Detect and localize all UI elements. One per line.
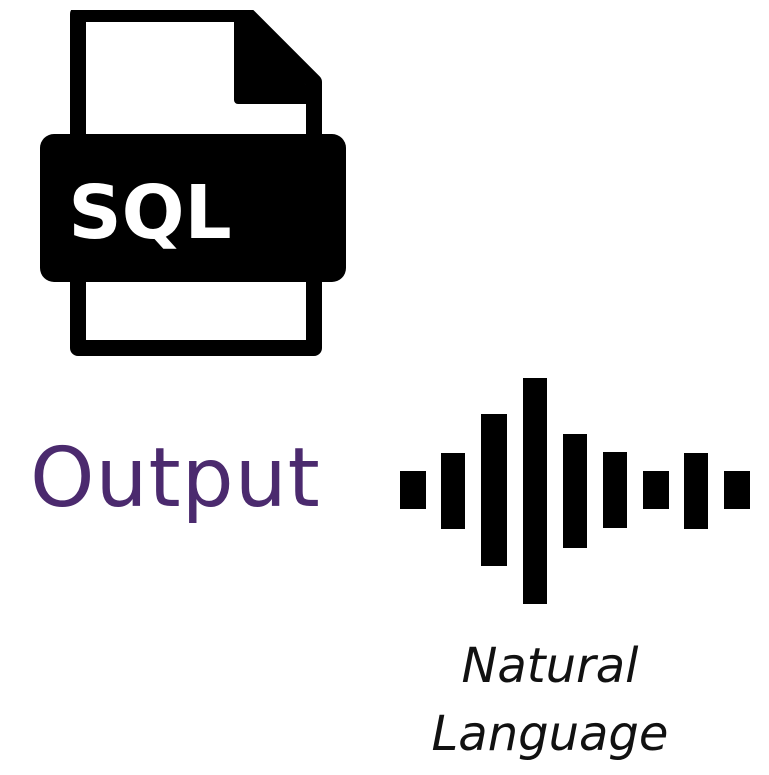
waveform-bar [481, 414, 507, 566]
natural-language-line1: Natural [461, 638, 639, 694]
sql-file-icon: SQL [40, 10, 346, 356]
waveform-bar [603, 452, 627, 528]
waveform-bar [523, 378, 547, 604]
output-label: Output [30, 431, 321, 526]
waveform-bar [441, 453, 465, 529]
natural-language-label: Natural Language [400, 632, 700, 768]
waveform-bar [684, 453, 708, 529]
waveform-bar [400, 471, 426, 509]
sql-label: SQL [68, 170, 231, 256]
audio-waveform-icon [400, 378, 750, 604]
waveform-bar [643, 471, 669, 509]
waveform-bar [563, 434, 587, 548]
waveform-bar [724, 471, 750, 509]
natural-language-line2: Language [431, 706, 669, 762]
